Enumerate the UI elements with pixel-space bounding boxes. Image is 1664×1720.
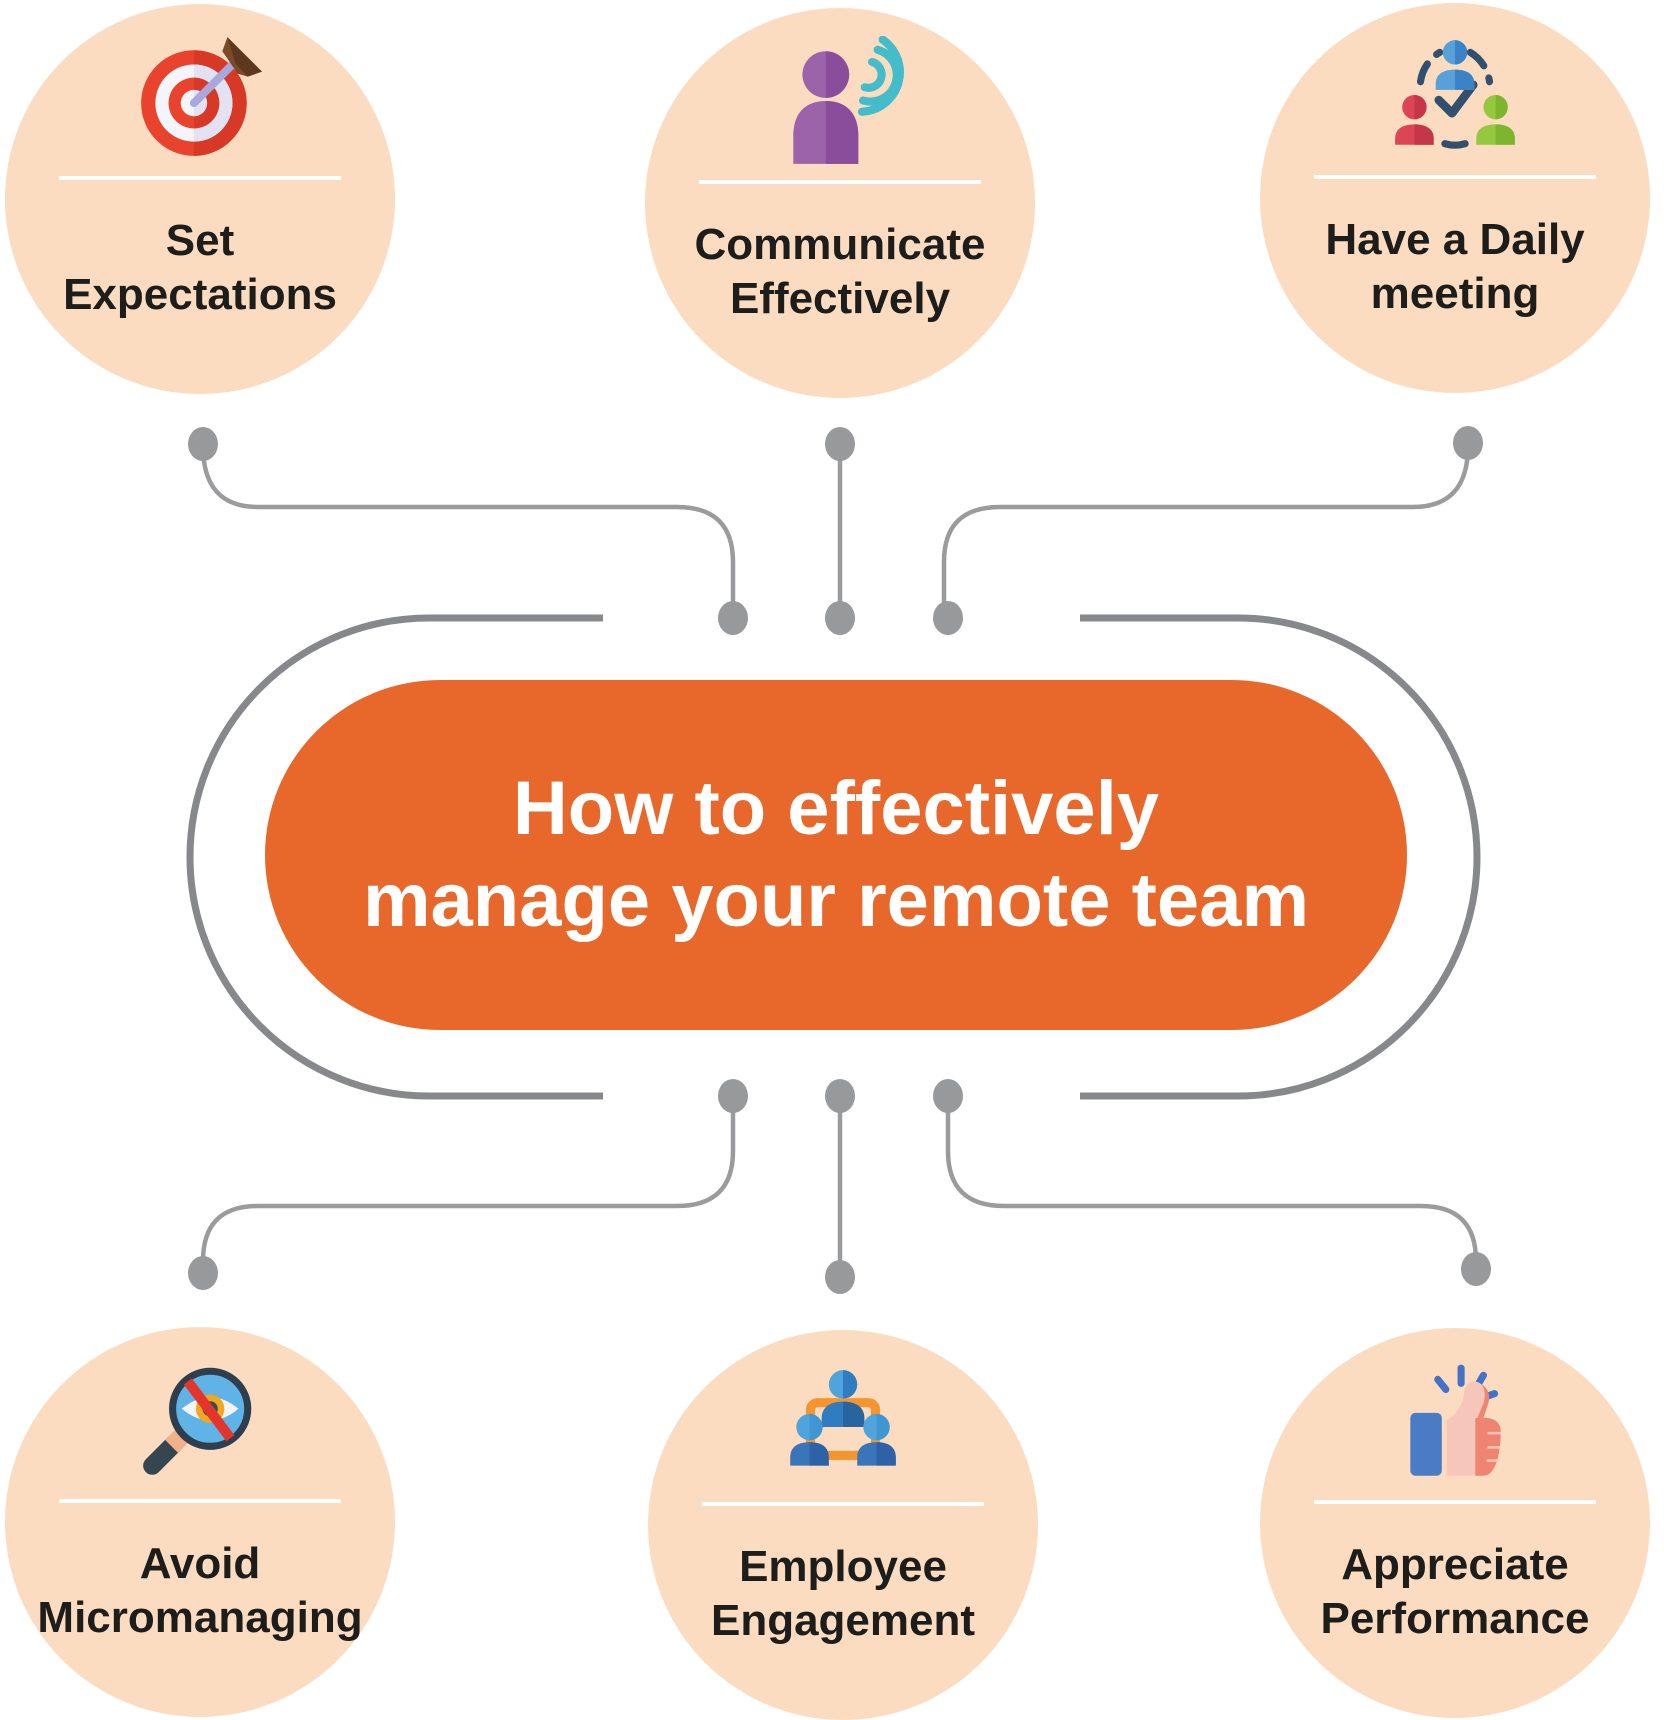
speaking-person-icon [645,34,1035,172]
node-label-line1: Have a Daily [1325,215,1585,264]
connector-bottom-right [945,1096,1479,1269]
target-icon [5,30,395,168]
connector-dot [825,1260,855,1294]
node-label: Communicate Effectively [645,218,1035,326]
node-appreciate-performance: Appreciate Performance [1260,1328,1650,1718]
divider [699,180,981,184]
node-set-expectations: Set Expectations [5,4,395,394]
divider [1314,175,1596,179]
node-label: Appreciate Performance [1260,1538,1650,1646]
center-title-line1: How to effectively [512,766,1160,851]
node-employee-engagement: Employee Engagement [648,1330,1038,1720]
connector-dot [1453,426,1483,460]
node-avoid-micromanaging: Avoid Micromanaging [5,1327,395,1717]
connector-dot [825,427,855,461]
node-label-line1: Set [165,216,235,265]
node-label-line2: Performance [1320,1594,1590,1643]
node-label-line2: Expectations [63,270,337,319]
divider [702,1502,984,1506]
connector-dot [933,601,963,635]
connector-dot [718,601,748,635]
connector-dot [933,1079,963,1113]
connector-dots [188,426,1491,1294]
node-label-line1: Employee [739,1542,947,1591]
node-label: Avoid Micromanaging [5,1537,395,1645]
node-label: Have a Daily meeting [1260,213,1650,321]
node-label-line2: Effectively [729,274,951,323]
divider [59,1499,341,1503]
connector-top-right [941,445,1471,618]
team-network-icon [648,1356,1038,1494]
node-label: Employee Engagement [648,1540,1038,1648]
node-label-line2: Engagement [710,1596,976,1645]
connector-dot [825,601,855,635]
divider [1314,1500,1596,1504]
node-label-line2: meeting [1370,269,1540,318]
node-label-line1: Communicate [694,220,986,269]
connector-top-left [200,445,736,618]
node-have-a-daily-meeting: Have a Daily meeting [1260,3,1650,393]
center-title-pill: How to effectively manage your remote te… [265,680,1407,1030]
connector-dot [718,1079,748,1113]
connector-dot [825,1079,855,1113]
no-watching-magnifier-icon [5,1353,395,1491]
node-label-line1: Appreciate [1341,1540,1569,1589]
node-label-line2: Micromanaging [37,1593,363,1642]
thumbs-up-icon [1260,1354,1650,1492]
connector-bottom-left [200,1096,736,1273]
connector-dot [1461,1252,1491,1286]
node-label: Set Expectations [5,214,395,322]
node-communicate-effectively: Communicate Effectively [645,8,1035,398]
daily-meeting-icon [1260,29,1650,167]
center-title-line2: manage your remote team [362,858,1310,943]
bracket-right-shape [1080,614,1481,1100]
connector-dot [188,1256,218,1290]
connector-dot [188,427,218,461]
node-label-line1: Avoid [139,1539,261,1588]
divider [59,176,341,180]
bracket-left-shape [186,614,603,1100]
